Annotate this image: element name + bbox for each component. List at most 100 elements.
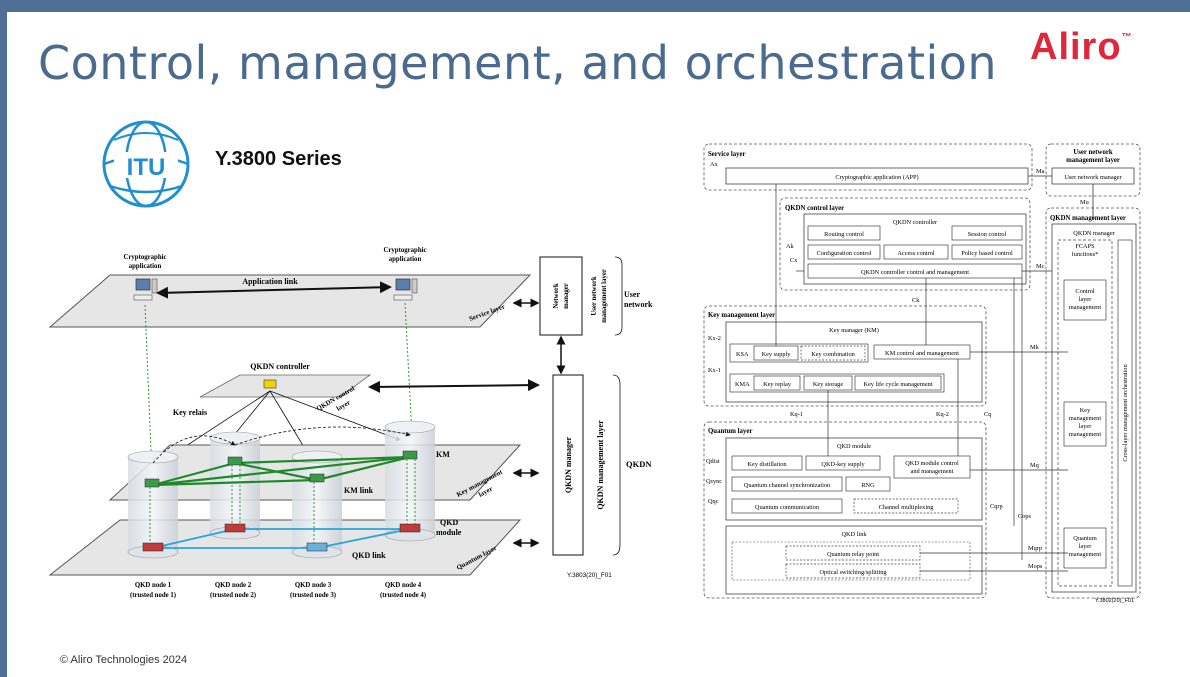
crypto-app-left-label-2: application [129,263,162,270]
node-1-sub: (trusted node 1) [130,592,176,599]
optical-switching-box: Optical switching/splitting [820,569,888,576]
qkdn-controller-label: QKDN controller [250,362,310,371]
node-2-label: QKD node 2 [215,582,252,589]
top-accent-bar [0,0,1190,12]
user-network-manager-box: User network manager [1064,174,1122,181]
key-replay-box: Key replay [763,381,792,388]
key-manager-title: Key manager (KM) [829,327,879,334]
key-lifecycle-box: Key life cycle management [863,381,932,388]
qsync-label: Qsync [706,478,722,485]
left-accent-bar [0,0,7,677]
controller-mgmt-box: QKDN controller control and management [861,269,969,276]
key-mgmt-layer-mgmt-line4: management [1069,431,1101,438]
node-2-sub: (trusted node 2) [210,592,256,599]
rng-box: RNG [861,482,875,489]
ksa-label: KSA [736,351,749,358]
kq2-label: Kq-2 [936,411,949,418]
ax-label: Ax [710,161,719,168]
km-control-box: KM control and management [885,350,959,357]
node-4-label: QKD node 4 [385,582,422,589]
qkdn-functional-architecture: Service layer Cryptographic application … [703,143,1141,604]
km-link-label: KM link [344,486,374,495]
qkdn-management-layer-label: QKDN management layer [596,420,605,510]
fcaps-label: FCAPS [1075,243,1095,250]
quantum-layer-mgmt-line2: layer [1079,543,1092,550]
kx1-label: Kx-1 [708,367,721,374]
key-distillation-box: Key distillation [747,461,787,468]
node-4-sub: (trusted node 4) [380,592,426,599]
control-layer-mgmt-box: Control [1075,288,1094,295]
qkdn-manager-title: QKDN manager [1073,230,1115,237]
quantum-channel-sync-box: Quantum channel synchronization [744,482,831,489]
crypto-app-right-label-2: application [389,256,422,263]
qkd-link-label: QKD link [352,551,386,560]
control-layer-mgmt-line3: management [1069,304,1101,311]
access-control-box: Access control [897,250,934,257]
qdist-label: Qdist [706,458,720,465]
itu-logo-text: ITU [127,154,166,181]
network-manager-label: Network [553,283,560,309]
policy-control-box: Policy based control [961,250,1013,257]
mc-label: Mc [1036,263,1045,270]
cops-label: Cops [1018,513,1031,520]
qkdn-label: QKDN [626,459,652,469]
kx2-label: Kx-2 [708,335,721,342]
node-3-sub: (trusted node 3) [290,592,336,599]
quantum-relay-point-box: Quantum relay point [827,551,879,558]
network-manager-box [539,256,583,336]
qkdn-controller-title: QKDN controller [893,219,938,226]
itu-logo: ITU [102,120,190,208]
qkd-node-cylinder [209,431,261,540]
cross-layer-box: Cross-layer management orchestration [1122,364,1129,462]
cq-label: Cq [984,411,992,418]
mqrp-label: Mqrp [1028,545,1042,552]
qkdn-manager-label: QKDN manager [564,436,573,493]
series-label: Y.3800 Series [215,148,342,170]
key-supply-box: Key supply [762,351,792,358]
routing-control-box: Routing control [824,231,864,238]
key-mgmt-layer-mgmt-box: Key [1080,407,1091,414]
qkd-module-control-box: QKD module control [905,460,959,467]
left-figure-id: Y.3803(20)_F01 [567,572,612,579]
footer-copyright: © Aliro Technologies 2024 [60,654,188,666]
qkdn-layered-diagram: Service layer Cryptographic application … [48,247,653,599]
right-figure-id: Y.3802(20)_F01 [1095,598,1134,604]
crypto-app-left-label: Cryptographic [123,254,166,261]
user-network-label-2: network [624,300,653,309]
qkd-node-cylinder [291,450,343,559]
qkdn-manager-box [552,374,584,556]
cx-label: Cx [790,257,798,264]
service-layer-title: Service layer [708,151,746,158]
network-manager-label-2: manager [563,283,570,309]
crypto-app-right-label: Cryptographic [383,247,426,254]
quantum-layer-mgmt-box: Quantum [1073,535,1097,542]
configuration-control-box: Configuration control [817,250,872,257]
user-network-label: User [624,290,640,299]
qqc-label: Qqc [708,498,719,505]
crypto-app-box: Cryptographic application (APP) [835,174,918,181]
qkd-node-cylinder [127,450,179,559]
qkdn-control-plane [199,374,372,398]
control-layer-mgmt-line2: layer [1079,296,1092,303]
node-1-label: QKD node 1 [135,582,172,589]
quantum-communication-box: Quantum communication [755,504,820,511]
qkd-module-control-line2: and management [911,468,954,475]
mk-label: Mk [1030,344,1040,351]
user-network-mgmt-title: User network [1073,149,1113,156]
quantum-layer-title: Quantum layer [708,428,752,435]
key-storage-box: Key storage [813,381,843,388]
aliro-logo: Aliro™ [1030,26,1133,68]
channel-multiplexing-box: Channel multiplexing [879,504,935,511]
cqrp-label: Cqrp [990,503,1003,510]
key-mgmt-layer-mgmt-line2: management [1069,415,1101,422]
computer-icon [393,278,418,301]
slide-title: Control, management, and orchestration [38,36,998,90]
km-label: KM [436,450,450,459]
qkd-key-supply-box: QKD-key supply [821,461,865,468]
mops-label: Mops [1028,563,1043,570]
qkdn-mgmt-layer-title: QKDN management layer [1050,215,1126,222]
user-network-mgmt-label: User network [591,276,598,316]
user-network-mgmt-label-2: management layer [601,269,608,323]
qkd-module-label: QKD [440,518,458,527]
application-link-label: Application link [242,277,298,286]
